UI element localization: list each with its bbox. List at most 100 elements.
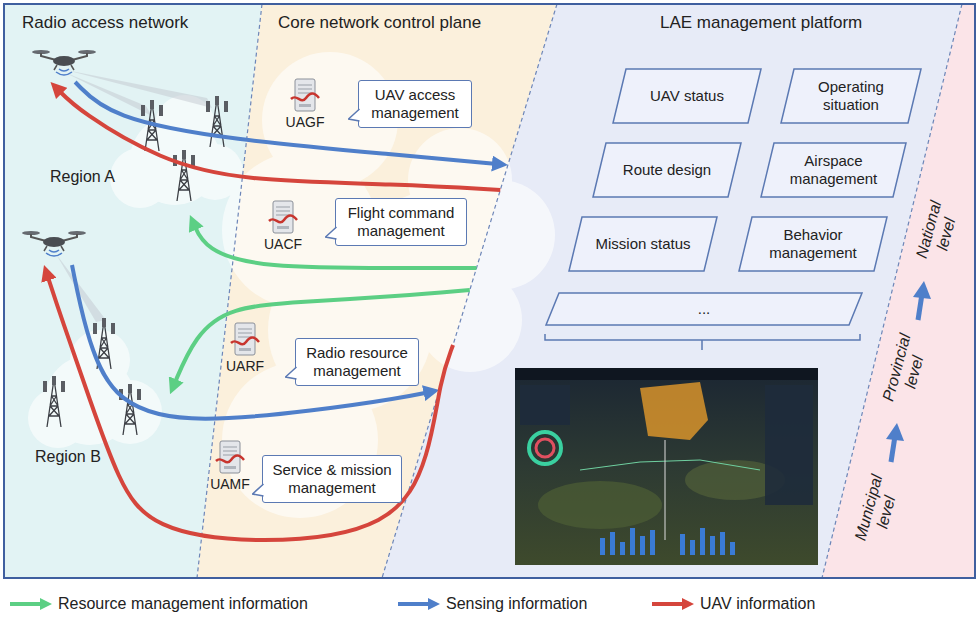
function-box: Operating situation	[780, 68, 922, 124]
region-label: Region A	[50, 168, 115, 186]
legend: Resource management information Sensing i…	[0, 595, 979, 617]
decoration	[913, 281, 931, 299]
function-name: UARF	[224, 358, 266, 375]
band-heading: Core network control plane	[278, 13, 481, 33]
function-shape	[593, 143, 741, 197]
server-icon	[269, 201, 297, 233]
text-anchor: UAGF	[284, 114, 326, 131]
text-anchor: National level	[938, 232, 979, 269]
decoration	[536, 439, 554, 457]
legend-item: UAV information	[650, 595, 815, 613]
function-label: Operating situation	[799, 78, 903, 114]
function-box: Airspace management	[760, 142, 907, 198]
region-area: Region A	[30, 82, 235, 215]
server-icon	[231, 323, 259, 355]
text-anchor: Core network control plane	[278, 13, 481, 33]
flow-arrow	[46, 273, 453, 540]
decoration	[650, 530, 655, 555]
tower-symbol	[43, 96, 228, 435]
decoration	[418, 268, 522, 372]
decoration	[98, 380, 162, 444]
decoration	[110, 148, 170, 208]
network-function: UAMF Service & mission management	[209, 440, 402, 503]
decoration	[70, 330, 130, 390]
decoration	[529, 432, 561, 464]
decoration	[620, 542, 625, 555]
decoration	[206, 96, 228, 147]
function-name: UAGF	[284, 114, 326, 131]
flow-arrow	[193, 222, 476, 268]
legend-text: Sensing information	[446, 595, 587, 613]
function-box: Route design	[592, 142, 742, 198]
decoration	[640, 382, 708, 440]
function-shape	[739, 217, 887, 271]
function-label: Airspace management	[779, 152, 888, 188]
text-anchor: LAE management platform	[660, 13, 862, 33]
decoration	[515, 368, 818, 380]
callout-text: Service & mission management	[271, 461, 393, 497]
legend-sample	[398, 602, 430, 606]
flow-arrow	[72, 265, 431, 419]
text-anchor: Region A	[50, 168, 115, 186]
server-icon	[291, 79, 319, 111]
server-icon	[216, 441, 244, 473]
server-icon	[290, 78, 320, 112]
radio-beam	[56, 70, 212, 322]
flow-arrow	[56, 88, 500, 190]
text-anchor: Region B	[35, 448, 101, 466]
flow-arrow	[173, 290, 470, 387]
decoration	[610, 532, 615, 555]
text-anchor: UAMF	[209, 476, 251, 493]
decoration	[197, 4, 262, 578]
decoration	[600, 528, 735, 555]
callout-box: UAV access management	[358, 80, 472, 128]
function-box: Behavior management	[738, 216, 888, 272]
server-icon	[230, 322, 260, 356]
legend-item: Resource management information	[8, 595, 308, 613]
cloud	[28, 52, 555, 518]
divider-line	[197, 4, 962, 578]
decoration	[822, 4, 962, 578]
text-anchor: UARF	[224, 358, 266, 375]
callout-tail	[325, 226, 337, 240]
server-icon	[215, 440, 245, 474]
function-shape	[613, 69, 761, 123]
decoration	[580, 460, 760, 470]
function-box: ...	[545, 292, 863, 326]
network-function: UAGF UAV access management	[284, 78, 472, 132]
decoration	[680, 534, 685, 555]
band-shape	[382, 4, 962, 578]
decoration	[141, 100, 163, 151]
decoration	[730, 542, 735, 555]
callout-text: UAV access management	[367, 86, 463, 122]
decoration	[119, 384, 141, 435]
server-icon	[268, 200, 298, 234]
decoration	[538, 481, 662, 529]
function-label: Behavior management	[757, 226, 869, 262]
decoration	[700, 528, 705, 555]
decoration	[173, 150, 195, 201]
decoration	[32, 50, 96, 75]
decoration	[665, 440, 666, 540]
legend-sample	[10, 602, 42, 606]
legend-sample	[8, 596, 52, 612]
band-heading: Radio access network	[22, 13, 188, 33]
callout-box: Service & mission management	[262, 455, 402, 503]
legend-item: Sensing information	[396, 595, 587, 613]
band-shape	[4, 4, 262, 578]
decoration	[56, 254, 106, 322]
text-anchor: Radio access network	[22, 13, 188, 33]
flow-arrow	[75, 82, 500, 164]
bracket	[545, 334, 860, 350]
frame	[4, 4, 975, 578]
decoration	[520, 385, 570, 425]
function-label: Mission status	[595, 235, 690, 253]
function-shape	[569, 217, 717, 271]
decoration	[640, 536, 645, 555]
legend-sample	[40, 598, 52, 610]
decoration	[66, 70, 212, 108]
legend-text: UAV information	[700, 595, 815, 613]
decoration	[28, 388, 88, 448]
function-label: Route design	[623, 161, 711, 179]
function-box: UAV status	[612, 68, 762, 124]
